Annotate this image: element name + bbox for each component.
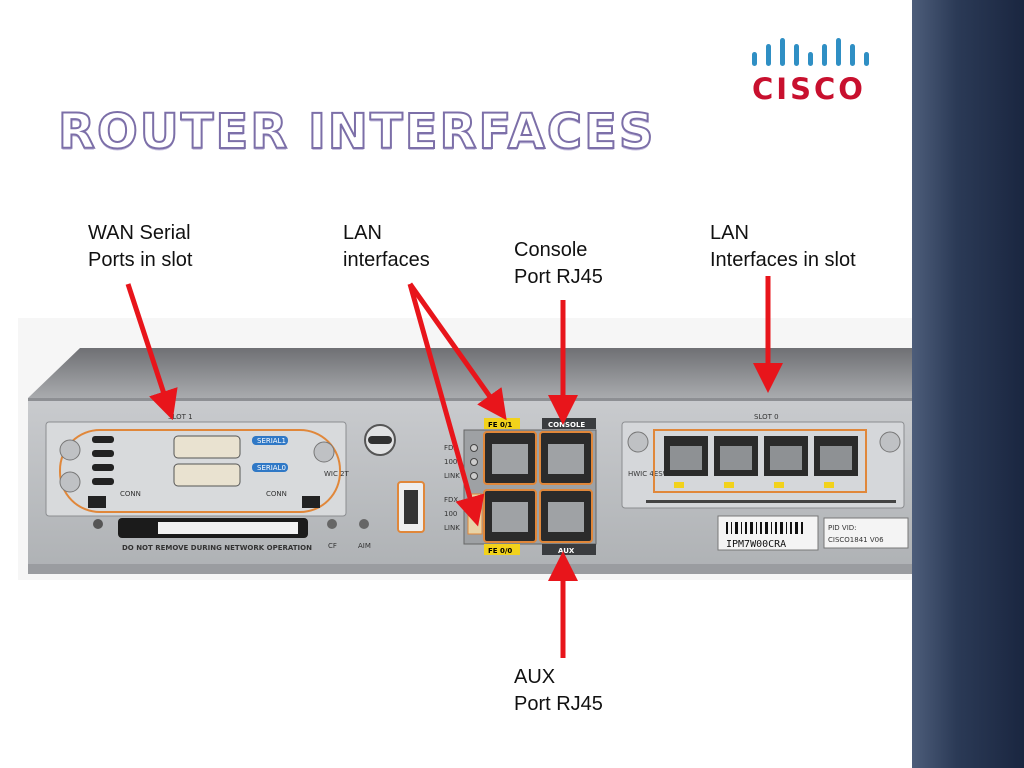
fdx-bottom-label: FDX bbox=[444, 496, 458, 504]
console-port-label: Console Port RJ45 bbox=[514, 239, 603, 288]
serial-number: IPM7W00CRA bbox=[726, 539, 786, 550]
hwic-label: HWIC 4ESW bbox=[628, 470, 670, 478]
link-top-label: LINK bbox=[444, 472, 460, 480]
conn-label-2: CONN bbox=[266, 490, 287, 498]
decorative-sidebar bbox=[912, 0, 1024, 768]
console-tag: CONSOLE bbox=[548, 421, 585, 429]
cf-led-label: CF bbox=[328, 542, 337, 550]
cisco-logo bbox=[752, 38, 869, 66]
model-code: CISCO1841 V06 bbox=[828, 536, 884, 544]
fe01-label: FE 0/1 bbox=[488, 421, 512, 429]
serial0-label: SERIAL0 bbox=[257, 464, 286, 472]
slot0-label: SLOT 0 bbox=[754, 413, 779, 421]
lan-interfaces-label: LAN interfaces bbox=[343, 222, 430, 271]
wic-label: WIC 2T bbox=[324, 470, 350, 478]
fe00-label: FE 0/0 bbox=[488, 547, 512, 555]
speed-bottom-label: 100 bbox=[444, 510, 457, 518]
aim-led-label: AIM bbox=[358, 542, 371, 550]
conn-label-1: CONN bbox=[120, 490, 141, 498]
speed-top-label: 100 bbox=[444, 458, 457, 466]
slot1-label: SLOT 1 bbox=[168, 413, 193, 421]
aux-tag: AUX bbox=[558, 547, 575, 555]
serial1-label: SERIAL1 bbox=[257, 437, 286, 445]
warning-text: DO NOT REMOVE DURING NETWORK OPERATION bbox=[122, 544, 312, 552]
fdx-top-label: FDX bbox=[444, 444, 458, 452]
link-bottom-label: LINK bbox=[444, 524, 460, 532]
slide-title: ROUTER INTERFACES bbox=[57, 103, 656, 161]
lan-slot-label: LAN Interfaces in slot bbox=[710, 222, 856, 271]
router-rear-panel: SLOT 1 SERIAL1 SERIAL0 CONN CONN WIC 2T … bbox=[18, 318, 912, 580]
pid-label: PID VID: bbox=[828, 524, 857, 532]
wan-serial-label: WAN Serial Ports in slot bbox=[88, 222, 193, 271]
aux-port-label: AUX Port RJ45 bbox=[514, 666, 603, 715]
cisco-wordmark: CISCO bbox=[752, 72, 866, 106]
